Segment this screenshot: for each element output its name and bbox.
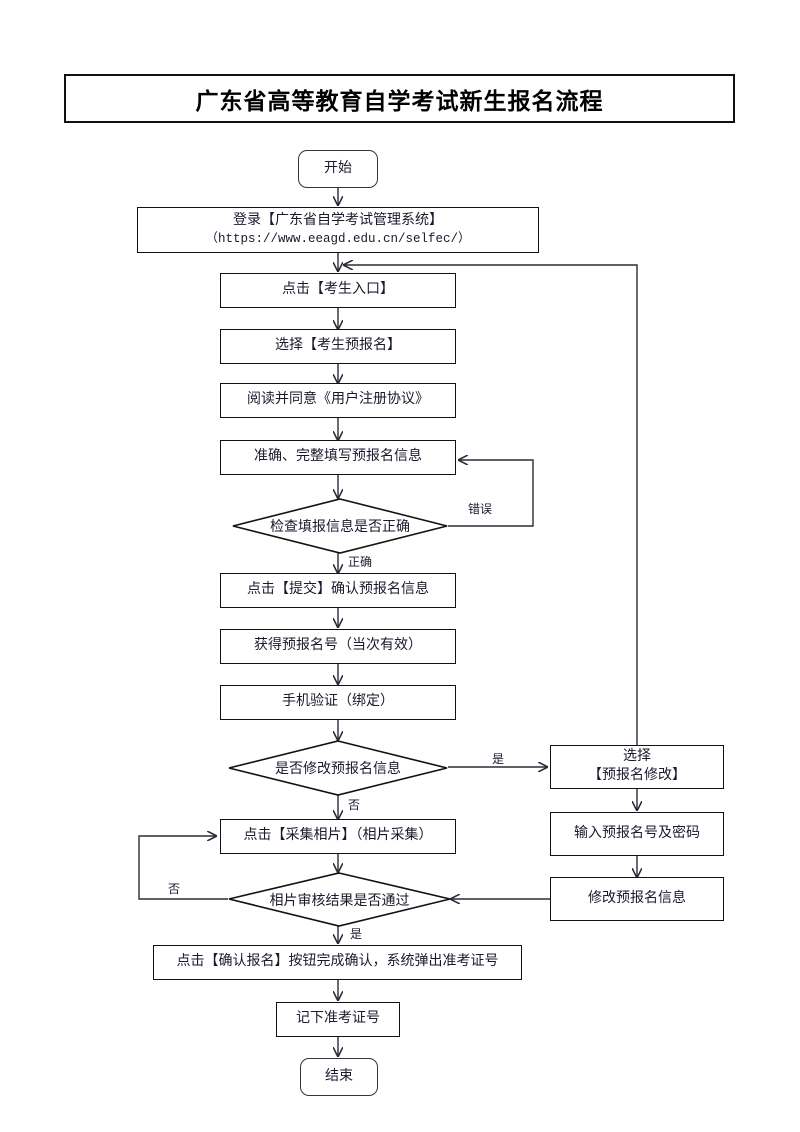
node-confirm[interactable]: 点击【确认报名】按钮完成确认，系统弹出准考证号 bbox=[153, 945, 522, 980]
node-input-credentials[interactable]: 输入预报名号及密码 bbox=[550, 812, 724, 856]
edge-audit-no-loop bbox=[138, 836, 228, 900]
node-entry-label: 点击【考生入口】 bbox=[282, 282, 394, 298]
node-agreement[interactable]: 阅读并同意《用户注册协议》 bbox=[220, 383, 456, 418]
node-photo-audit-question[interactable]: 相片审核结果是否通过 bbox=[228, 872, 451, 927]
edge-label-modify-yes: 是 bbox=[492, 752, 505, 766]
node-collect-photo[interactable]: 点击【采集相片】（相片采集） bbox=[220, 819, 456, 854]
node-login-url: （https://www.eeagd.edu.cn/selfec/） bbox=[205, 232, 471, 246]
node-fill-info-label: 准确、完整填写预报名信息 bbox=[254, 449, 422, 465]
edge-label-modify-no: 否 bbox=[348, 798, 361, 812]
node-pre-register[interactable]: 选择【考生预报名】 bbox=[220, 329, 456, 364]
node-submit-label: 点击【提交】确认预报名信息 bbox=[247, 582, 429, 598]
node-phone-verify-label: 手机验证（绑定） bbox=[282, 694, 394, 710]
node-modify-info-label: 修改预报名信息 bbox=[588, 890, 686, 906]
node-end[interactable]: 结束 bbox=[300, 1058, 378, 1096]
node-get-number[interactable]: 获得预报名号（当次有效） bbox=[220, 629, 456, 664]
node-pre-register-label: 选择【考生预报名】 bbox=[275, 338, 401, 354]
node-modify-info[interactable]: 修改预报名信息 bbox=[550, 877, 724, 921]
node-login-label: 登录【广东省自学考试管理系统】 bbox=[233, 213, 443, 229]
edge-label-audit-no: 否 bbox=[168, 882, 181, 896]
node-record-number-label: 记下准考证号 bbox=[296, 1011, 380, 1027]
node-start-label: 开始 bbox=[324, 160, 352, 176]
node-check-info[interactable]: 检查填报信息是否正确 bbox=[232, 498, 448, 554]
node-confirm-label: 点击【确认报名】按钮完成确认，系统弹出准考证号 bbox=[176, 954, 499, 970]
node-select-modify[interactable]: 选择 【预报名修改】 bbox=[550, 745, 724, 789]
node-fill-info[interactable]: 准确、完整填写预报名信息 bbox=[220, 440, 456, 475]
node-login[interactable]: 登录【广东省自学考试管理系统】 （https://www.eeagd.edu.c… bbox=[137, 207, 539, 253]
edge-label-audit-yes: 是 bbox=[350, 927, 363, 941]
edge-label-error: 错误 bbox=[468, 502, 493, 516]
page-title: 广东省高等教育自学考试新生报名流程 bbox=[195, 88, 604, 114]
node-input-credentials-label: 输入预报名号及密码 bbox=[574, 825, 700, 841]
edge-label-correct: 正确 bbox=[348, 555, 373, 569]
node-get-number-label: 获得预报名号（当次有效） bbox=[254, 638, 422, 654]
node-select-modify-line1: 选择 bbox=[623, 749, 651, 765]
node-record-number[interactable]: 记下准考证号 bbox=[276, 1002, 400, 1037]
node-submit[interactable]: 点击【提交】确认预报名信息 bbox=[220, 573, 456, 608]
node-modify-question[interactable]: 是否修改预报名信息 bbox=[228, 740, 448, 796]
node-end-label: 结束 bbox=[325, 1068, 353, 1084]
node-select-modify-line2: 【预报名修改】 bbox=[588, 768, 686, 783]
page-title-box: 广东省高等教育自学考试新生报名流程 bbox=[64, 74, 735, 123]
node-agreement-label: 阅读并同意《用户注册协议》 bbox=[247, 392, 429, 408]
node-phone-verify[interactable]: 手机验证（绑定） bbox=[220, 685, 456, 720]
node-entry[interactable]: 点击【考生入口】 bbox=[220, 273, 456, 308]
node-collect-photo-label: 点击【采集相片】（相片采集） bbox=[243, 828, 433, 844]
node-start[interactable]: 开始 bbox=[298, 150, 378, 188]
